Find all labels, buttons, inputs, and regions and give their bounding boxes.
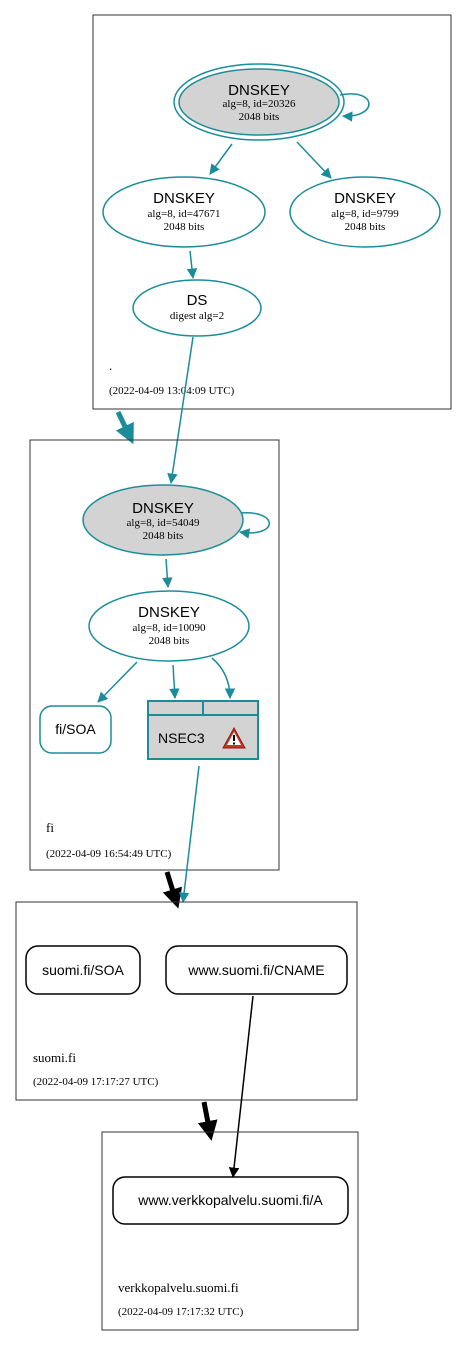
edge-fi-zsk-soa <box>97 661 138 703</box>
verkko-a-node[interactable]: www.verkkopalvelu.suomi.fi/A <box>112 1176 349 1225</box>
zone-root: DNSKEY alg=8, id=20326 2048 bits DNSKEY … <box>92 14 452 410</box>
fi-zsk-title: DNSKEY <box>138 604 200 621</box>
suomi-cname-label: www.suomi.fi/CNAME <box>187 962 324 978</box>
edge-root-ksk-zsk1 <box>209 143 233 175</box>
edge-fi-zsk-nsec3-a <box>169 664 180 700</box>
edge-fi-zsk-nsec3-b <box>211 657 236 700</box>
fi-zsk-line2: 2048 bits <box>149 635 190 647</box>
fi-soa-label: fi/SOA <box>55 721 96 737</box>
zone-fi: DNSKEY alg=8, id=54049 2048 bits DNSKEY … <box>29 439 280 871</box>
root-ksk-line1: alg=8, id=20326 <box>223 98 296 110</box>
edge-root-ds-fi-ksk <box>167 336 194 485</box>
suomi-soa-label: suomi.fi/SOA <box>42 962 124 978</box>
zone-root-timestamp: (2022-04-09 13:04:09 UTC) <box>109 385 235 397</box>
fi-ksk-self-loop <box>238 512 270 539</box>
delegation-suomi-verkko <box>197 1101 218 1141</box>
zone-root-name: . <box>109 358 112 373</box>
edge-fi-ksk-zsk <box>162 558 173 589</box>
root-ds-line1: digest alg=2 <box>170 310 224 322</box>
root-ds-node[interactable]: DS digest alg=2 <box>132 279 262 337</box>
root-ksk-line2: 2048 bits <box>239 111 280 123</box>
zone-fi-border <box>29 439 280 871</box>
fi-ksk-line1: alg=8, id=54049 <box>127 517 200 529</box>
fi-nsec3-label: NSEC3 <box>158 730 205 746</box>
zone-verkko-timestamp: (2022-04-09 17:17:32 UTC) <box>118 1306 244 1318</box>
fi-ksk-title: DNSKEY <box>132 500 194 517</box>
root-zsk1-title: DNSKEY <box>153 190 215 207</box>
root-ksk-node[interactable]: DNSKEY alg=8, id=20326 2048 bits <box>173 63 345 141</box>
zone-verkko: www.verkkopalvelu.suomi.fi/A verkkopalve… <box>101 1131 359 1331</box>
root-zsk2-title: DNSKEY <box>334 190 396 207</box>
fi-soa-node[interactable]: fi/SOA <box>39 705 112 754</box>
zone-verkko-name: verkkopalvelu.suomi.fi <box>118 1280 239 1295</box>
root-ds-title: DS <box>187 292 208 309</box>
delegation-root-fi <box>115 410 134 445</box>
fi-zsk-node[interactable]: DNSKEY alg=8, id=10090 2048 bits <box>88 590 250 662</box>
fi-nsec3-node[interactable]: NSEC3 <box>147 700 259 760</box>
suomi-soa-node[interactable]: suomi.fi/SOA <box>25 945 141 995</box>
edge-root-ksk-zsk2 <box>296 141 332 179</box>
delegation-fi-suomi <box>162 871 182 909</box>
zone-fi-name: fi <box>46 820 54 835</box>
root-zsk2-line2: 2048 bits <box>345 221 386 233</box>
root-zsk1-line2: 2048 bits <box>164 221 205 233</box>
zone-suomi-timestamp: (2022-04-09 17:17:27 UTC) <box>33 1076 159 1088</box>
suomi-cname-node[interactable]: www.suomi.fi/CNAME <box>165 945 348 995</box>
zone-root-border <box>92 14 452 410</box>
zone-suomi-name: suomi.fi <box>33 1050 76 1065</box>
edge-cname-a <box>228 995 254 1179</box>
zone-verkko-border <box>101 1131 359 1331</box>
root-zsk2-line1: alg=8, id=9799 <box>331 208 399 220</box>
root-zsk1-line1: alg=8, id=47671 <box>148 208 221 220</box>
root-ksk-title: DNSKEY <box>228 82 290 99</box>
zone-suomi-border <box>15 901 358 1101</box>
edge-fi-nsec3-suomi <box>178 765 200 904</box>
zone-fi-timestamp: (2022-04-09 16:54:49 UTC) <box>46 848 172 860</box>
root-zsk2-node[interactable]: DNSKEY alg=8, id=9799 2048 bits <box>289 176 441 248</box>
zone-suomi: suomi.fi/SOA www.suomi.fi/CNAME suomi.fi… <box>15 901 358 1101</box>
edge-root-zsk1-ds <box>186 250 198 280</box>
verkko-a-label: www.verkkopalvelu.suomi.fi/A <box>137 1192 323 1208</box>
fi-ksk-line2: 2048 bits <box>143 530 184 542</box>
fi-ksk-node[interactable]: DNSKEY alg=8, id=54049 2048 bits <box>82 484 244 556</box>
root-ksk-self-loop <box>339 93 370 122</box>
warning-icon <box>222 726 246 749</box>
fi-zsk-line1: alg=8, id=10090 <box>133 622 206 634</box>
root-zsk1-node[interactable]: DNSKEY alg=8, id=47671 2048 bits <box>102 176 266 248</box>
